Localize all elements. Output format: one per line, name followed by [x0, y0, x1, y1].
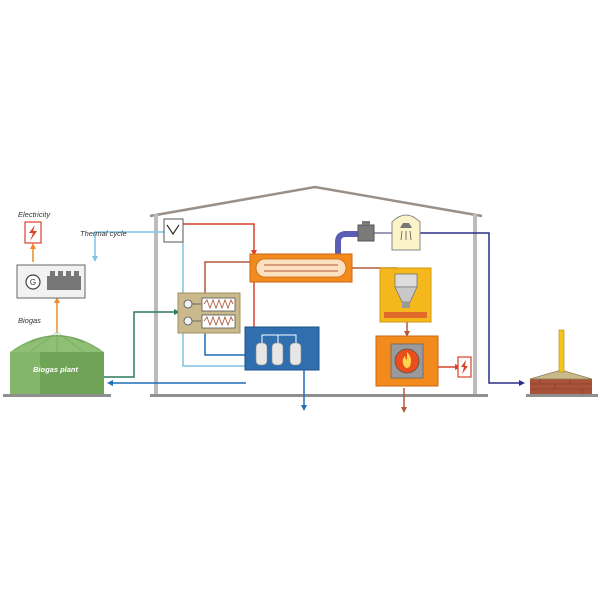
arrow-head	[92, 256, 98, 262]
dryer-unit	[249, 253, 353, 283]
arrow-head	[107, 380, 113, 386]
arrow-head	[251, 250, 257, 256]
arrow-head	[301, 405, 307, 411]
electricity-output-symbol	[457, 356, 472, 378]
shower-icon	[400, 223, 412, 241]
storage-tanks-icon	[255, 342, 302, 366]
generator-icon	[25, 274, 41, 290]
heat-exchanger-box	[177, 292, 241, 334]
cyclone-filter-icon	[394, 273, 418, 308]
storage-tank-unit	[244, 326, 320, 371]
svg-text:G: G	[30, 278, 36, 287]
thermal-cycle-line	[94, 231, 175, 258]
fertilizer-storage	[529, 329, 593, 394]
thermal-cycle-label: Thermal cycle	[80, 229, 127, 238]
arrow-head	[30, 243, 36, 249]
arrow-head	[404, 331, 410, 337]
incinerator-unit	[375, 335, 439, 387]
left-ground	[3, 394, 111, 397]
biogas-plant-label: Biogas plant	[33, 365, 79, 374]
heat-exchanger	[163, 218, 184, 243]
lightning-icon	[29, 225, 37, 241]
heat-exchanger-icon	[166, 224, 180, 236]
cyclone-separator	[379, 267, 432, 323]
biogas-label: Biogas	[18, 316, 41, 325]
arrow-head	[401, 407, 407, 413]
right-ground	[526, 394, 598, 397]
green-flow-line	[103, 311, 177, 378]
flame-icon	[402, 352, 411, 368]
generator-unit: G	[16, 264, 86, 299]
lightning-icon	[461, 360, 468, 374]
filter-unit	[357, 221, 375, 242]
scrubber-unit	[391, 214, 421, 251]
purple-pipe	[335, 231, 358, 254]
navy-flow-line	[420, 232, 522, 384]
building-frame	[149, 185, 488, 397]
electricity-label: Electricity	[18, 210, 51, 219]
biogas-plant-tank	[10, 331, 104, 394]
blue-flow-line	[204, 325, 245, 356]
arrow-head	[174, 309, 180, 315]
arrow-head	[519, 380, 525, 386]
electricity-symbol	[24, 221, 42, 244]
arrow-head	[54, 297, 60, 303]
red-flow-line	[181, 223, 255, 254]
